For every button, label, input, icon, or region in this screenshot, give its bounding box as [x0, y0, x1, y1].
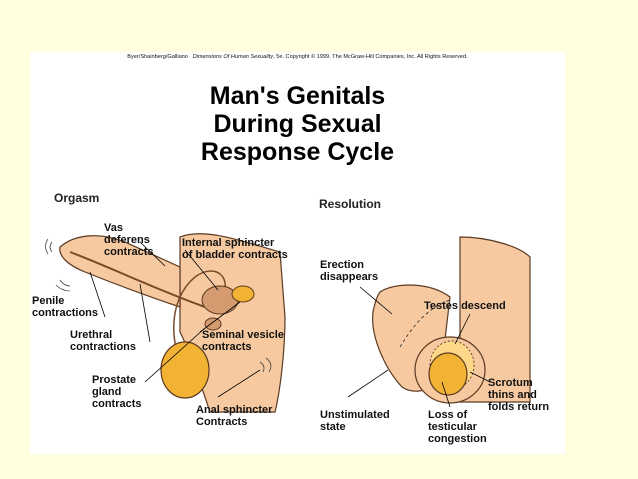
resolution-leader-lines — [347, 286, 491, 408]
label-prostate-line1: Prostate — [92, 374, 137, 386]
label-testes-line1: Testes descend — [424, 300, 506, 312]
orgasm-seminal-vesicle — [231, 285, 255, 303]
label-prostate-line2: gland — [92, 386, 122, 398]
label-internal-line2: of bladder contracts — [182, 249, 288, 261]
label-unstimulated-line1: Unstimulated — [320, 409, 390, 421]
label-vas-line3: contracts — [104, 246, 154, 258]
label-urethral-line2: contractions — [70, 341, 137, 353]
slide-title: Man's Genitals During Sexual Response Cy… — [30, 82, 565, 166]
label-unstimulated-state: Unstimulated state — [320, 409, 390, 433]
label-urethral-contractions: Urethral contractions — [70, 329, 136, 353]
label-penile-line2: contractions — [32, 307, 99, 319]
label-testes-descend: Testes descend — [424, 300, 506, 312]
label-penile-contractions: Penile contractions — [32, 295, 98, 319]
copyright-line: Byer/Shainberg/Galliano Dimensions Of Hu… — [30, 54, 565, 60]
label-vas-deferens: Vas deferens contracts — [104, 222, 154, 258]
label-prostate-gland: Prostate gland contracts — [92, 374, 142, 410]
label-scrotum-line2: thins and — [488, 389, 537, 401]
label-penile-line1: Penile — [32, 295, 65, 307]
orgasm-urethra — [69, 251, 206, 308]
title-line-2: During Sexual — [213, 110, 382, 138]
orgasm-prostate-gland — [204, 317, 222, 331]
orgasm-testis — [160, 341, 210, 399]
label-loss-line1: Loss of — [428, 409, 468, 421]
label-seminal-line2: contracts — [202, 341, 252, 353]
copyright-book-title: Dimensions Of Human Sexuality — [192, 54, 274, 60]
label-loss-line2: testicular — [428, 421, 477, 433]
label-seminal-line1: Seminal vesicle — [202, 329, 284, 341]
label-vas-line2: deferens — [104, 234, 150, 246]
label-scrotum-line1: Scrotum — [488, 377, 533, 389]
label-anal-line2: Contracts — [196, 416, 248, 428]
orgasm-anal-marks — [259, 357, 272, 373]
title-line-1: Man's Genitals — [209, 82, 386, 110]
label-loss-of-congestion: Loss of testicular congestion — [428, 409, 487, 445]
resolution-testis — [428, 352, 468, 396]
slide-panel: Byer/Shainberg/Galliano Dimensions Of Hu… — [30, 52, 565, 454]
label-internal-sphincter: Internal sphincter of bladder contracts — [182, 237, 288, 261]
copyright-authors: Byer/Shainberg/Galliano — [127, 54, 188, 60]
label-erection-line2: disappears — [320, 271, 379, 283]
copyright-rest: , 5e. Copyright © 1999. The McGraw-Hill … — [273, 54, 468, 60]
label-internal-line1: Internal sphincter — [182, 237, 275, 249]
label-erection-line1: Erection — [320, 259, 365, 271]
orgasm-bladder — [201, 285, 239, 315]
label-urethral-line1: Urethral — [70, 329, 113, 341]
label-loss-line3: congestion — [428, 433, 487, 445]
label-scrotum: Scrotum thins and folds return — [488, 377, 549, 413]
label-anal-line1: Anal sphincter — [196, 404, 273, 416]
label-erection-disappears: Erection disappears — [320, 259, 378, 283]
resolution-heading: Resolution — [319, 197, 381, 211]
label-anal-sphincter: Anal sphincter Contracts — [196, 404, 272, 428]
title-line-3: Response Cycle — [200, 138, 395, 166]
orgasm-penis — [59, 235, 181, 308]
label-seminal-vesicle: Seminal vesicle contracts — [202, 329, 284, 353]
resolution-erection-dashed — [399, 299, 451, 348]
penile-motion-marks — [45, 238, 71, 292]
orgasm-leader-lines — [89, 241, 261, 398]
anatomy-illustration — [45, 233, 531, 413]
label-unstimulated-line2: state — [320, 421, 346, 433]
label-prostate-line3: contracts — [92, 398, 142, 410]
label-scrotum-line3: folds return — [488, 401, 550, 413]
orgasm-heading: Orgasm — [54, 191, 100, 205]
label-vas-line1: Vas — [104, 222, 123, 234]
